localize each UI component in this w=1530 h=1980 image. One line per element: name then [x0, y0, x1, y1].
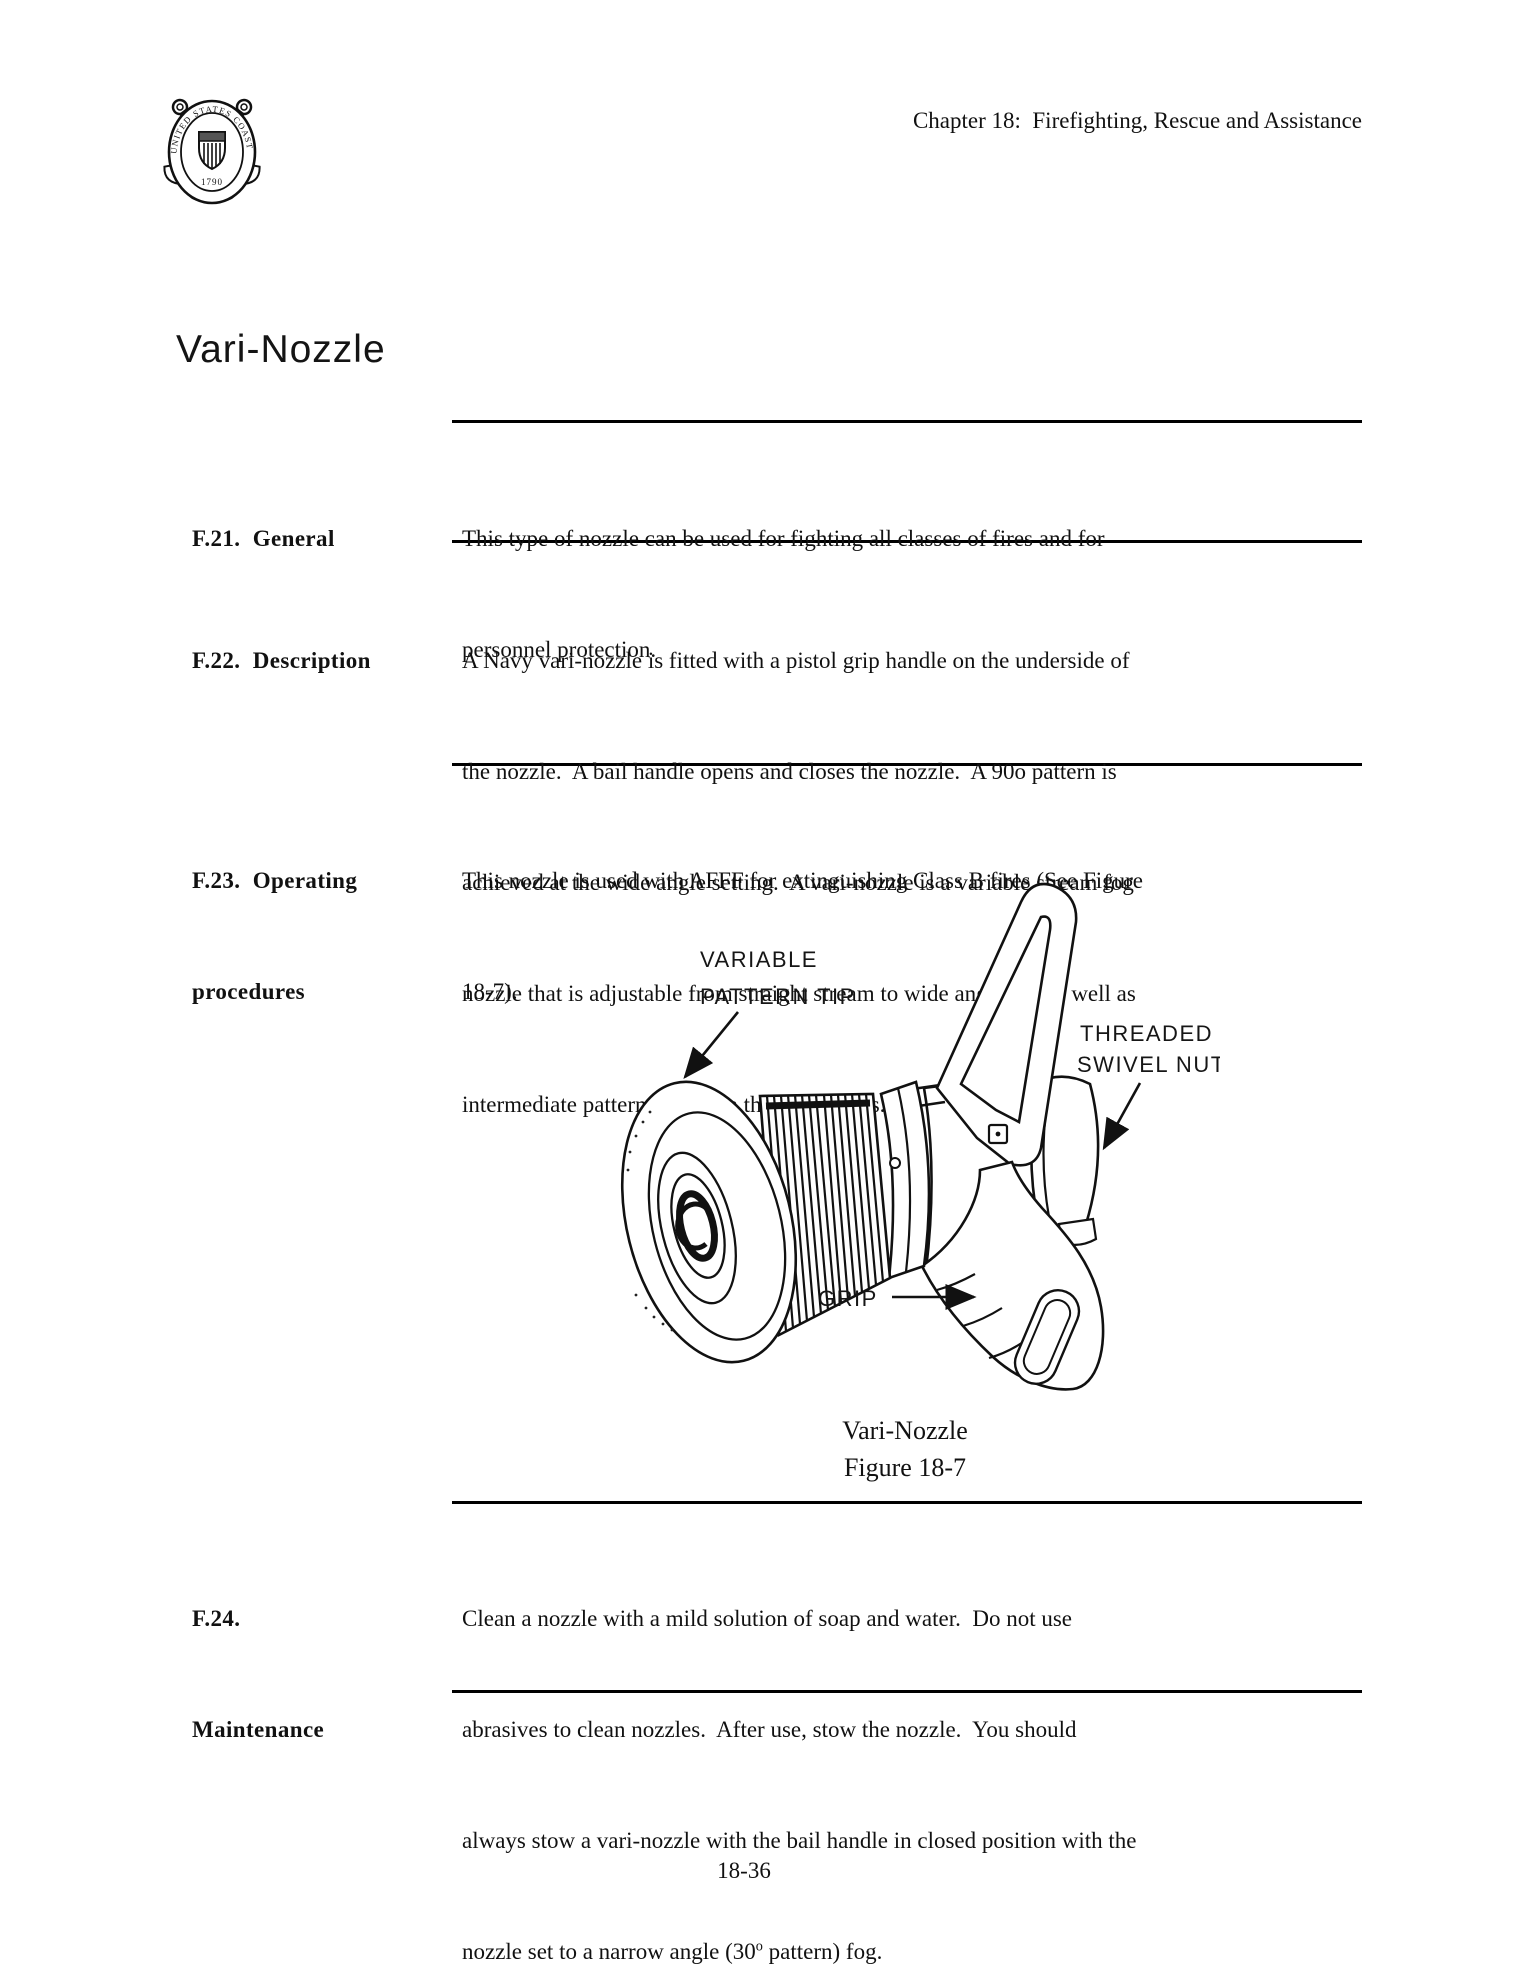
body-line: This type of nozzle can be used for figh…: [462, 526, 1105, 551]
section-divider: [452, 763, 1362, 766]
seal-year: 1790: [201, 177, 223, 187]
heading-line: Maintenance: [192, 1717, 325, 1742]
section-divider: [452, 420, 1362, 423]
body-line: nozzle that is adjustable from straight …: [462, 981, 1136, 1006]
section-heading-f24: F.24. Maintenance: [192, 1526, 457, 1822]
body-line: 18-7).: [462, 979, 518, 1004]
collar-ring: [879, 1080, 931, 1280]
heading-line: F.22. Description: [192, 648, 371, 673]
section-divider: [452, 1501, 1362, 1504]
body-line: abrasives to clean nozzles. After use, s…: [462, 1717, 1077, 1742]
heading-line: procedures: [192, 979, 306, 1004]
body-line: Clean a nozzle with a mild solution of s…: [462, 1606, 1073, 1631]
seal-shield: [198, 131, 226, 171]
caption-line: Figure 18-7: [843, 1453, 967, 1482]
body-line: achieved at the wide angle setting. A va…: [462, 870, 1134, 895]
body-line: the nozzle. A bail handle opens and clos…: [462, 759, 1117, 784]
body-line: This nozzle is used with AFFF for exting…: [462, 868, 1144, 893]
heading-line: F.23. Operating: [192, 868, 358, 893]
pattern-tip-face: [620, 1080, 798, 1364]
section-heading-f22: F.22. Description: [192, 568, 457, 753]
figure-caption: Vari-Nozzle Figure 18-7: [650, 1412, 1160, 1486]
label-threaded-swivel-nut: THREADED: [1080, 1021, 1213, 1046]
body-line: A Navy vari-nozzle is fitted with a pist…: [462, 648, 1130, 673]
section-body-f23: This nozzle is used with AFFF for exting…: [462, 788, 1372, 1084]
uscg-seal-logo: UNITED STATES COAST GUARD 1790: [152, 82, 261, 205]
heading-line: F.24.: [192, 1606, 241, 1631]
body-line: always stow a vari-nozzle with the bail …: [462, 1828, 1137, 1853]
stipple-dots: [626, 1110, 674, 1332]
heading-line: F.21. General: [192, 526, 335, 551]
chapter-header: Chapter 18: Firefighting, Rescue and Ass…: [912, 108, 1362, 133]
callout-arrows: [683, 1011, 1142, 1310]
degree-superscript: o: [755, 1938, 763, 1955]
bail-handle: [935, 882, 1078, 1167]
caption-line: Vari-Nozzle: [842, 1416, 968, 1445]
label-grip: GRIP: [818, 1286, 878, 1311]
tip-arrow: [683, 1011, 740, 1080]
nozzle-drawing: [620, 882, 1105, 1391]
section-heading-f23: F.23. Operating procedures: [192, 788, 457, 1084]
page-title: Vari-Nozzle: [176, 328, 386, 371]
page-number: 18-36: [717, 1858, 771, 1883]
body-line: personnel protection.: [462, 637, 657, 662]
vari-nozzle-figure: VARIABLE PATTERN TIP THREADED SWIVEL NUT…: [620, 882, 1220, 1391]
section-divider: [452, 540, 1362, 543]
pistol-grip: [920, 1160, 1105, 1391]
label-variable-pattern-tip: VARIABLE: [700, 947, 818, 972]
body-text: pattern) fog.: [762, 1939, 883, 1964]
body-line: nozzle set to a narrow angle (30o patter…: [462, 1933, 1372, 1970]
section-heading-f21: F.21. General: [192, 446, 457, 631]
section-body-f24: Clean a nozzle with a mild solution of s…: [462, 1526, 1372, 1980]
label-threaded-swivel-nut: SWIVEL NUT: [1077, 1052, 1220, 1077]
nut-arrow: [1102, 1082, 1142, 1151]
section-divider: [452, 1690, 1362, 1693]
section-body-f21: This type of nozzle can be used for figh…: [462, 446, 1372, 742]
body-text: nozzle set to a narrow angle (30: [462, 1939, 756, 1964]
label-variable-pattern-tip: PATTERN TIP: [700, 984, 856, 1009]
